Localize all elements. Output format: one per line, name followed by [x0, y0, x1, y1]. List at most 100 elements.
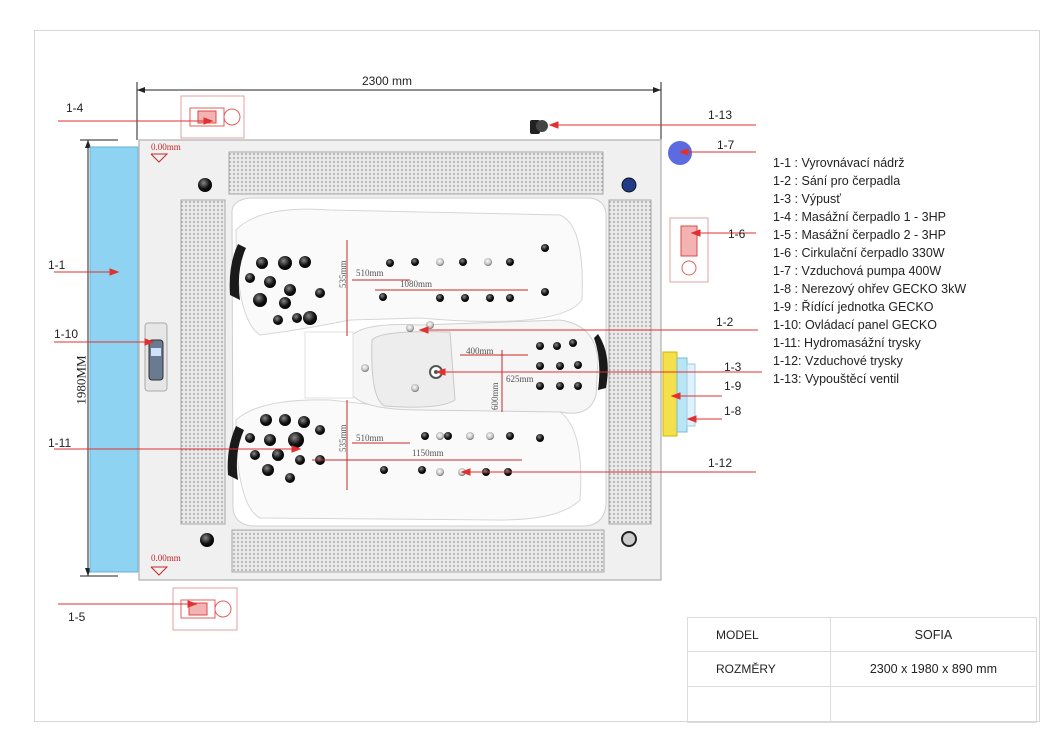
hydro-jet-icon — [245, 273, 255, 283]
hydro-jet-icon — [506, 294, 514, 302]
callout-1-6: 1-6 — [728, 227, 746, 241]
hydro-jet-icon — [315, 425, 325, 435]
hydro-jet-icon — [444, 432, 452, 440]
hydro-jet-icon — [295, 455, 305, 465]
callout-1-13: 1-13 — [708, 108, 733, 122]
air-jets — [361, 258, 494, 476]
hydro-jet-icon — [272, 449, 284, 461]
legend-item: 1-11: Hydromasážní trysky — [773, 336, 921, 350]
upper-seat — [235, 208, 583, 336]
callout-1-4: 1-4 — [66, 101, 84, 115]
callout-1-1: 1-1 — [48, 258, 66, 272]
hydro-jet-icon — [421, 432, 429, 440]
corner-fitting-bl-icon — [200, 533, 214, 547]
hydro-jet-icon — [279, 297, 291, 309]
pump-2-icon — [172, 587, 238, 631]
hydro-jet-icon — [262, 464, 274, 476]
hydro-jet-icon — [245, 433, 255, 443]
hydro-jets — [245, 244, 582, 483]
overall-depth-label: 1980MM — [73, 355, 89, 405]
hydro-jet-icon — [256, 257, 268, 269]
hydro-jet-icon — [536, 382, 544, 390]
hydro-jet-icon — [292, 313, 302, 323]
lounger-depth: 600mm — [490, 382, 500, 410]
callout-1-7: 1-7 — [717, 138, 735, 152]
hydro-jet-icon — [298, 416, 310, 428]
legend-item: 1-5 : Masážní čerpadlo 2 - 3HP — [773, 228, 946, 242]
inner-dimension-lines — [312, 240, 528, 490]
legend-item: 1-7 : Vzduchová pumpa 400W — [773, 264, 942, 278]
hydro-jet-icon — [506, 432, 514, 440]
legend-item: 1-2 : Sání pro čerpadla — [773, 174, 901, 188]
legend-item: 1-4 : Masážní čerpadlo 1 - 3HP — [773, 210, 946, 224]
hydro-jet-icon — [380, 466, 388, 474]
hydro-jet-icon — [253, 293, 267, 307]
air-jet-icon — [361, 364, 369, 372]
air-jet-icon — [406, 324, 414, 332]
callout-leaders — [54, 117, 762, 608]
callout-1-9: 1-9 — [724, 379, 742, 393]
hydro-jet-icon — [299, 256, 311, 268]
hydro-jet-icon — [278, 256, 292, 270]
hydro-jet-icon — [273, 315, 283, 325]
size-label: ROZMĚRY — [687, 651, 831, 687]
control-panel — [144, 322, 168, 392]
headrest-upper — [229, 244, 246, 300]
model-label: MODEL — [687, 616, 831, 653]
hydro-jet-icon — [303, 311, 317, 325]
overall-width-label: 2300 mm — [362, 74, 413, 88]
hydro-jet-icon — [288, 432, 304, 448]
upper-length: 1080mm — [400, 279, 433, 289]
balance-tank — [89, 146, 139, 573]
level-mark-top: 0.00mm — [151, 142, 181, 152]
hydro-jet-icon — [260, 414, 272, 426]
legend-item: 1-13: Vypouštěcí ventil — [773, 372, 899, 386]
legend-item: 1-9 : Řídící jednotka GECKO — [773, 300, 934, 314]
hydro-jet-icon — [541, 288, 549, 296]
drawing-frame — [34, 30, 1040, 722]
callout-1-11: 1-11 — [48, 436, 72, 450]
corner-fitting-br-icon — [621, 531, 637, 547]
hydro-jet-icon — [486, 294, 494, 302]
air-jet-icon — [486, 432, 494, 440]
air-jet-icon — [484, 258, 492, 266]
component-legend: 1-1 : Vyrovnávací nádrž 1-2 : Sání pro č… — [773, 154, 966, 388]
upper-seat-width: 510mm — [356, 268, 384, 278]
hydro-jet-icon — [386, 259, 394, 267]
callout-1-12: 1-12 — [708, 456, 733, 470]
hydro-jet-icon — [436, 294, 444, 302]
pump-1-icon — [180, 95, 245, 139]
callout-1-3: 1-3 — [724, 360, 742, 374]
legend-item: 1-1 : Vyrovnávací nádrž — [773, 156, 905, 170]
air-pump-icon — [668, 141, 692, 165]
empty-cell — [829, 685, 1038, 724]
lounger-body — [371, 331, 456, 408]
legend-item: 1-12: Vzduchové trysky — [773, 354, 903, 368]
air-jet-icon — [411, 384, 419, 392]
footwell-dim: 625mm — [506, 374, 534, 384]
callout-1-5: 1-5 — [68, 610, 86, 624]
hydro-jet-icon — [574, 382, 582, 390]
legend-item: 1-6 : Cirkulační čerpadlo 330W — [773, 246, 945, 260]
hydro-jet-icon — [541, 244, 549, 252]
legend-item: 1-8 : Nerezový ohřev GECKO 3kW — [773, 282, 967, 296]
circulation-pump-icon — [669, 217, 709, 283]
top-grille — [228, 151, 604, 195]
lower-seat-depth: 535mm — [338, 424, 348, 452]
hydro-jet-icon — [574, 361, 582, 369]
left-grille — [180, 199, 226, 525]
hydro-jet-icon — [279, 414, 291, 426]
legend-item: 1-10: Ovládací panel GECKO — [773, 318, 937, 332]
air-jet-icon — [436, 432, 444, 440]
air-jet-icon — [466, 432, 474, 440]
corner-fitting-tl-icon — [198, 178, 212, 192]
hydro-jet-icon — [284, 284, 296, 296]
air-jet-icon — [436, 468, 444, 476]
right-grille — [608, 199, 652, 525]
size-value: 2300 x 1980 x 890 mm — [829, 651, 1038, 687]
hydro-jet-icon — [264, 434, 276, 446]
upper-seat-depth: 535mm — [338, 260, 348, 288]
dimension-width — [136, 82, 662, 140]
lower-length: 1150mm — [412, 448, 444, 458]
